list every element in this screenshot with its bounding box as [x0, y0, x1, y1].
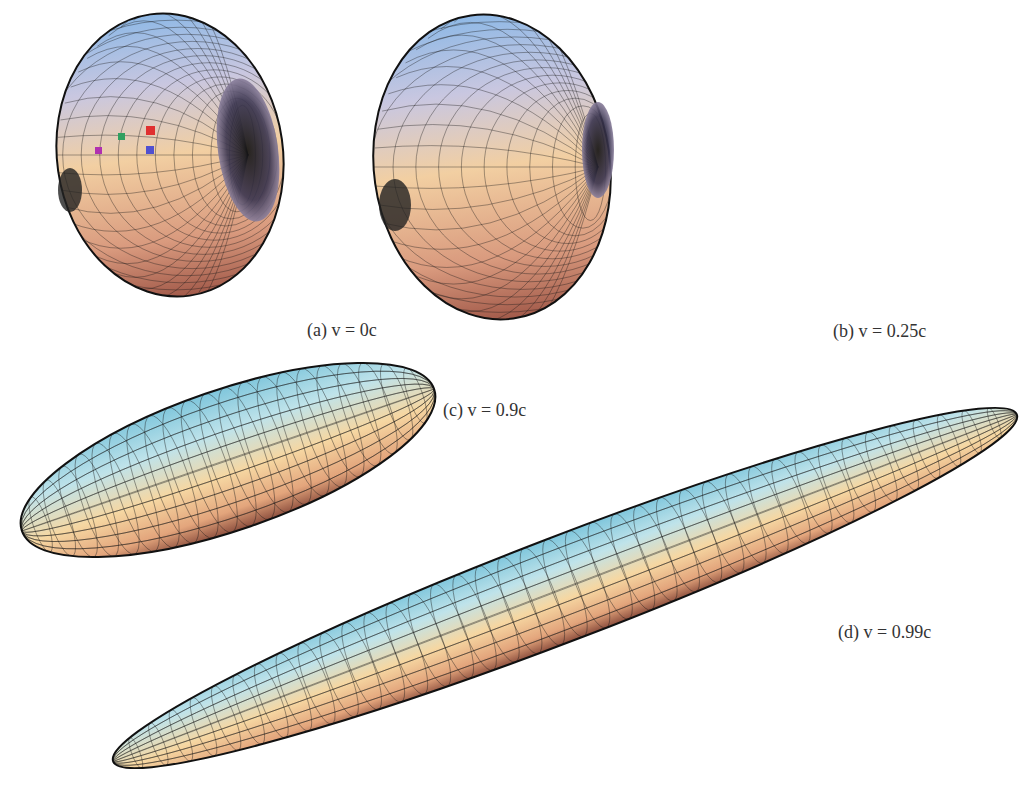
mesh-grid [95, 366, 1021, 795]
lobe-body [95, 366, 1021, 795]
mesh-line [13, 362, 444, 558]
mesh-grid [0, 0, 351, 314]
mesh-grid [0, 323, 457, 597]
mesh-line [108, 402, 1021, 774]
mesh-line [104, 390, 1021, 786]
torus-dimple [58, 168, 82, 212]
mesh-grid [279, 0, 705, 339]
mesh-line [99, 378, 1021, 795]
lobe-body [0, 323, 457, 597]
mesh-line [416, 167, 598, 299]
mesh-line [104, 390, 1021, 786]
mesh-line [99, 378, 1021, 795]
mesh-line [396, 67, 598, 167]
mesh-line [483, 0, 598, 167]
mesh-line [26, 27, 337, 283]
panel-label: (d) v = 0.99c [838, 622, 931, 643]
mesh-line [7, 20, 344, 290]
mesh-line [374, 167, 598, 168]
mesh-line [370, 45, 674, 290]
mesh-line [44, 34, 329, 275]
mesh-line [512, 544, 573, 650]
lobe-c [0, 323, 457, 597]
mesh-line [3, 336, 452, 585]
mesh-line [287, 364, 357, 492]
mesh-line [113, 414, 1017, 762]
torus-hole [208, 75, 287, 226]
mesh-line [388, 167, 598, 249]
mesh-line [279, 14, 705, 320]
mesh-line [302, 22, 697, 313]
mesh-line [108, 402, 1021, 774]
mesh-line [454, 4, 598, 167]
mesh-line [3, 336, 452, 585]
marker [146, 126, 155, 135]
panel-label: (a) v = 0c [307, 320, 377, 341]
torus-body [38, 0, 301, 311]
mesh-line [325, 29, 690, 304]
mesh-line [396, 167, 598, 267]
panel-label: (b) v = 0.25c [833, 321, 926, 342]
mesh-line [246, 371, 322, 509]
marker [146, 146, 154, 154]
torus-body [354, 0, 630, 335]
mesh-line [348, 37, 682, 297]
torus-a [0, 0, 351, 314]
marker [95, 147, 102, 154]
torus-b [279, 0, 705, 339]
mesh-line [8, 349, 448, 571]
mesh-line [307, 361, 373, 481]
panel-label: (c) v = 0.9c [443, 400, 526, 421]
marker [118, 133, 125, 140]
mesh-line [8, 349, 448, 571]
mesh-line [382, 104, 598, 167]
mesh-line [388, 85, 598, 167]
mesh-line [580, 518, 641, 624]
mesh-line [375, 146, 598, 167]
mesh-line [454, 167, 598, 330]
torus-hole [582, 102, 614, 198]
mesh-line [428, 22, 598, 167]
mesh-line [0, 13, 351, 297]
mesh-line [227, 376, 304, 517]
mesh-line [557, 526, 618, 632]
lobe-d [95, 366, 1021, 795]
mesh-line [22, 389, 435, 532]
mesh-line [428, 167, 598, 312]
mesh-line [469, 167, 598, 336]
mesh-line [375, 167, 598, 188]
mesh-line [441, 167, 598, 322]
mesh-line [83, 438, 149, 558]
mesh-line [483, 167, 598, 339]
torus-dimple [379, 179, 411, 231]
mesh-line [534, 535, 596, 641]
mesh-line [382, 167, 598, 230]
mesh-line [13, 362, 444, 558]
mesh-line [489, 552, 550, 658]
